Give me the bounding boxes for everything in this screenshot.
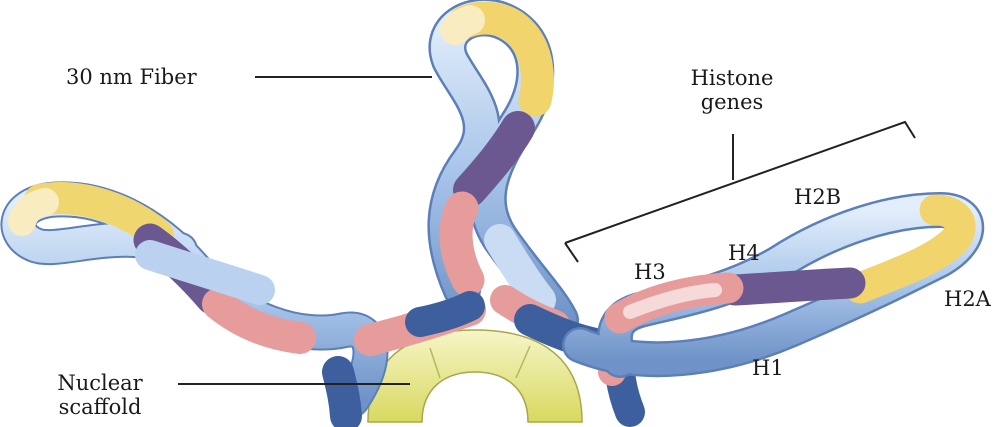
center-fiber-loop [446,17,560,320]
scaffold-label-line1: Nuclear [40,371,160,395]
scaffold-label-line2: scaffold [40,395,160,419]
h2a-label: H2A [944,287,991,311]
nuclear-scaffold-label: Nuclear scaffold [40,371,160,419]
fiber-label: 30 nm Fiber [66,65,197,89]
histone-label-line1: Histone [672,66,792,90]
right-fiber-loop [580,210,966,360]
h3-label: H3 [634,260,666,284]
h2b-label: H2B [794,185,841,209]
h4-label: H4 [728,241,760,265]
histone-genes-label: Histone genes [672,66,792,114]
h1-label: H1 [752,356,784,380]
histone-label-line2: genes [672,90,792,114]
